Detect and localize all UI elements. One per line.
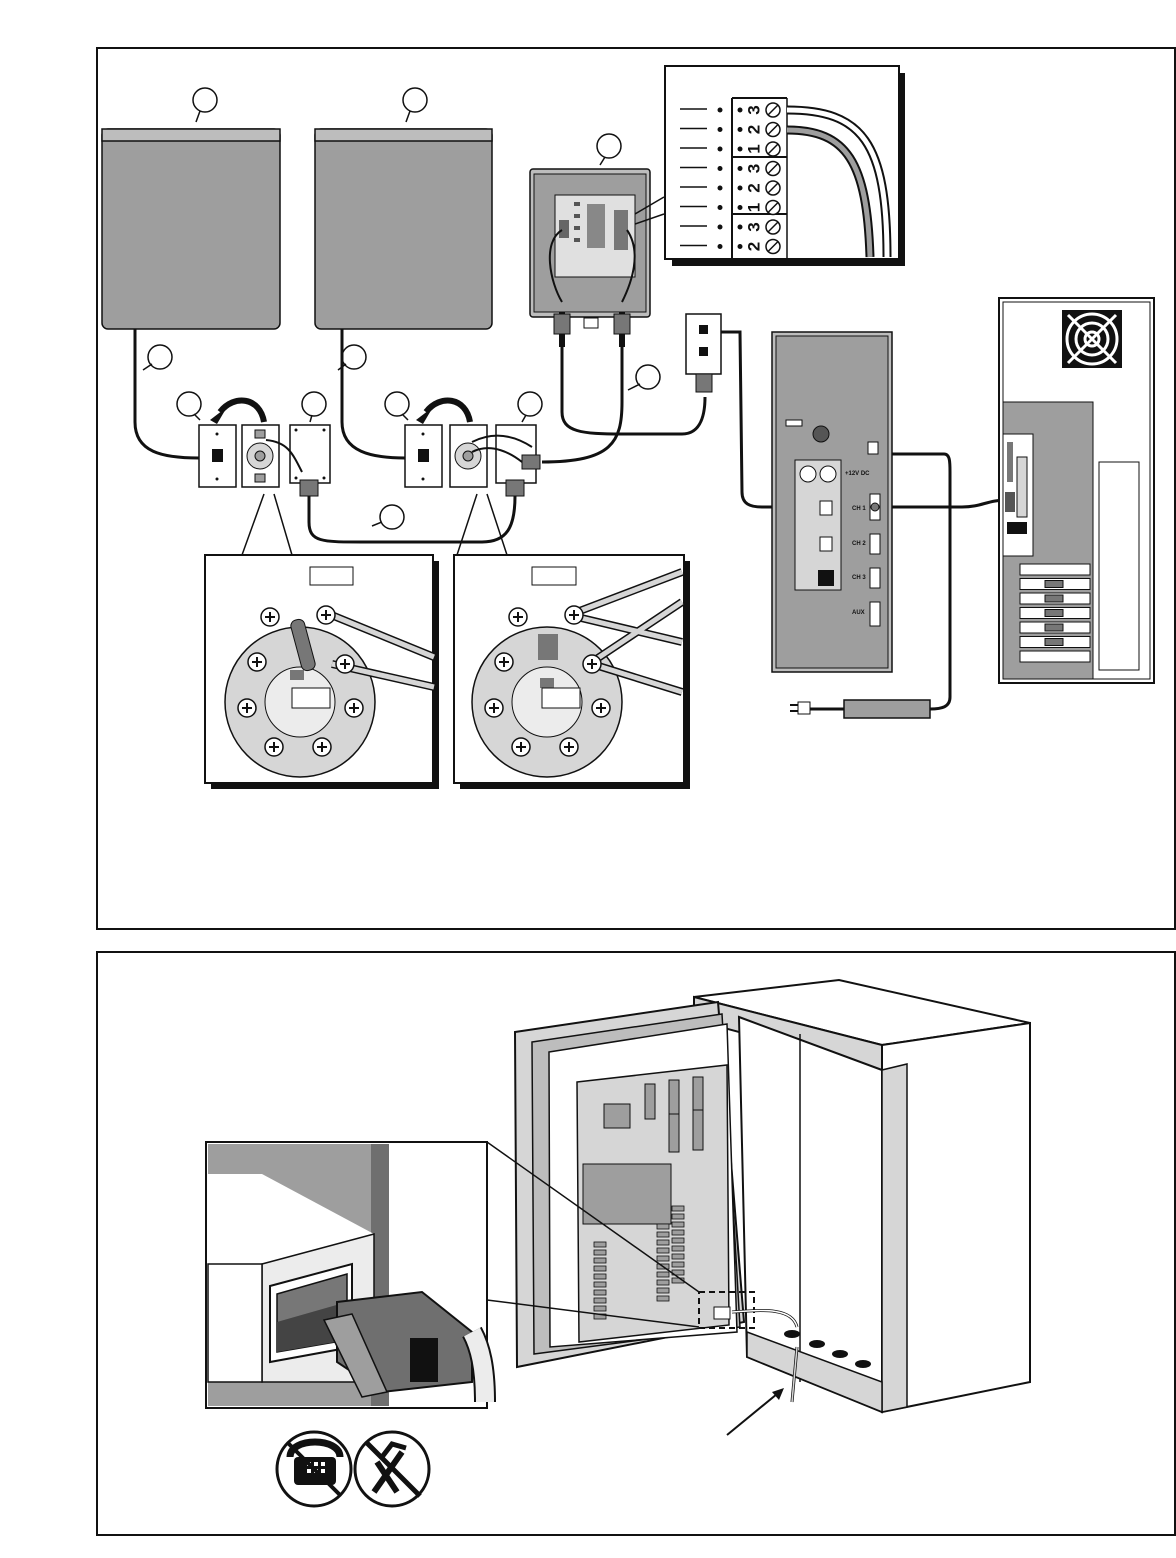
serial-port-icon: [1045, 581, 1063, 588]
no-telephone-icon: [277, 1432, 351, 1506]
board-chip: [657, 1256, 669, 1261]
wiring-diagram-panel: 3 2 1 3 2 1 3 2: [96, 47, 1176, 930]
board-chip: [672, 1246, 684, 1251]
serial-port-icon: [1045, 624, 1063, 631]
board-chip: [594, 1282, 606, 1287]
board-chip: [657, 1248, 669, 1253]
board-chip: [594, 1242, 606, 1247]
no-wrench-icon: [355, 1432, 429, 1506]
cabinet: [694, 980, 1030, 1412]
board-chip: [594, 1258, 606, 1263]
wall-plate-jack-left: [199, 425, 236, 487]
terminal-dot: [718, 127, 723, 132]
board-chip: [672, 1254, 684, 1259]
terminal-dot: [738, 166, 743, 171]
terminal-dot: [738, 127, 743, 132]
terminal-number: 2: [745, 125, 764, 134]
channel-label-3: CH 3: [852, 575, 866, 581]
board-chip: [672, 1222, 684, 1227]
controller-panel: [772, 332, 892, 672]
terminal-strip-zoom: [665, 66, 905, 266]
enclosure-panel: [96, 951, 1176, 1536]
insertion-arrow: [727, 1388, 784, 1435]
board-chip: [657, 1280, 669, 1285]
board-chip: [594, 1274, 606, 1279]
terminal-number: 2: [745, 183, 764, 192]
terminal-number: 3: [745, 105, 764, 114]
board-chip: [672, 1262, 684, 1267]
board-chip: [657, 1232, 669, 1237]
board-chip: [657, 1296, 669, 1301]
expansion-slots: [1020, 564, 1090, 662]
junction-box: [530, 169, 664, 347]
terminal-number: 2: [745, 242, 764, 251]
terminal-number: 3: [745, 164, 764, 173]
terminal-number: 1: [745, 203, 764, 212]
enclosure-illustration: [98, 953, 1174, 1534]
serial-port-icon: [1045, 610, 1063, 617]
board-chip: [594, 1250, 606, 1255]
terminal-dot: [738, 108, 743, 113]
serial-port-icon: [1045, 639, 1063, 646]
board-chip: [657, 1288, 669, 1293]
channel-label-aux: AUX: [852, 610, 865, 616]
terminal-dot: [738, 244, 743, 249]
terminal-dot: [738, 147, 743, 152]
terminal-dot: [738, 225, 743, 230]
sensor-unit-left: [102, 129, 280, 329]
board-chip: [672, 1206, 684, 1211]
terminal-dot: [738, 186, 743, 191]
board-chip: [672, 1214, 684, 1219]
wall-plate-jack-right: [405, 425, 442, 487]
terminal-dot: [718, 225, 723, 230]
board-chip: [594, 1298, 606, 1303]
wiring-diagram: 3 2 1 3 2 1 3 2: [98, 49, 1174, 928]
serial-port-icon: [1045, 595, 1063, 602]
terminal-dot: [718, 108, 723, 113]
terminal-dot: [718, 166, 723, 171]
terminal-number: 3: [745, 222, 764, 231]
board-chip: [594, 1306, 606, 1311]
phone-wall-jack: [686, 314, 721, 392]
board-chip: [594, 1266, 606, 1271]
terminal-dot: [718, 186, 723, 191]
terminal-dot: [718, 244, 723, 249]
board-chip: [594, 1290, 606, 1295]
channel-label-2: CH 2: [852, 541, 866, 547]
board-chip: [657, 1272, 669, 1277]
sensor-unit-right: [315, 129, 492, 329]
terminal-dot: [718, 147, 723, 152]
curved-arrow-icon: [220, 401, 470, 422]
board-chip: [657, 1240, 669, 1245]
outlet-box-left: [242, 425, 279, 487]
outlet-box-right: [450, 425, 487, 487]
channel-label-1: CH 1: [852, 506, 866, 512]
power-label: +12V DC: [845, 471, 870, 477]
expansion-slot: [1020, 651, 1090, 662]
expansion-slot: [1020, 564, 1090, 575]
terminal-dot: [718, 205, 723, 210]
board-chip: [672, 1238, 684, 1243]
board-chip: [672, 1230, 684, 1235]
terminal-number: 1: [745, 144, 764, 153]
board-chip: [657, 1224, 669, 1229]
terminal-dot: [738, 205, 743, 210]
